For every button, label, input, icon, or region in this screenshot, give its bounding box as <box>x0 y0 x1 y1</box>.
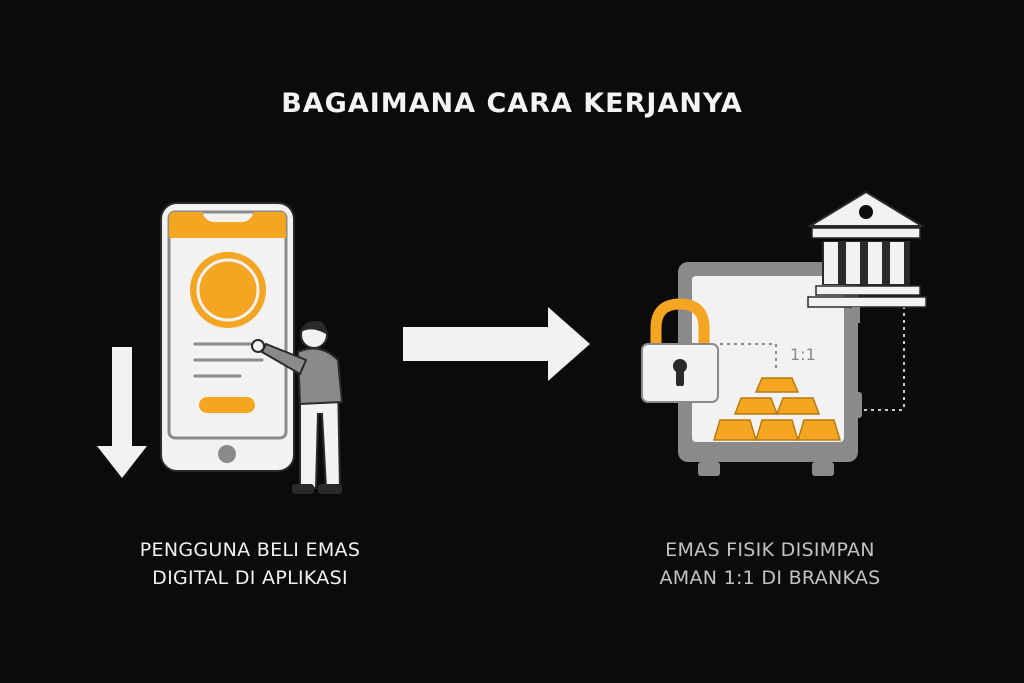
diagram-title: BAGAIMANA CARA KERJANYA <box>281 88 743 119</box>
gold-coin-icon <box>190 252 266 328</box>
text-lines <box>193 342 264 378</box>
step-1-caption-line-2: DIGITAL DI APLIKASI <box>152 567 348 589</box>
right-arrow-icon <box>403 307 590 381</box>
bank-building-icon <box>806 190 927 323</box>
person-icon <box>251 321 344 494</box>
smartphone-icon <box>160 202 295 472</box>
step-1-caption-line-1: PENGGUNA BELI EMAS <box>139 539 361 561</box>
down-arrow-icon <box>97 347 147 478</box>
step-2-caption-line-2: AMAN 1:1 DI BRANKAS <box>659 567 881 589</box>
buy-button-icon <box>199 397 255 413</box>
gold-bars-icon <box>712 377 842 441</box>
padlock-icon <box>641 298 719 403</box>
ratio-label: 1:1 <box>790 345 816 364</box>
step-2-caption: EMAS FISIK DISIMPAN AMAN 1:1 DI BRANKAS <box>610 536 930 592</box>
step-2-caption-line-1: EMAS FISIK DISIMPAN <box>665 539 875 561</box>
step-1-caption: PENGGUNA BELI EMAS DIGITAL DI APLIKASI <box>90 536 410 592</box>
